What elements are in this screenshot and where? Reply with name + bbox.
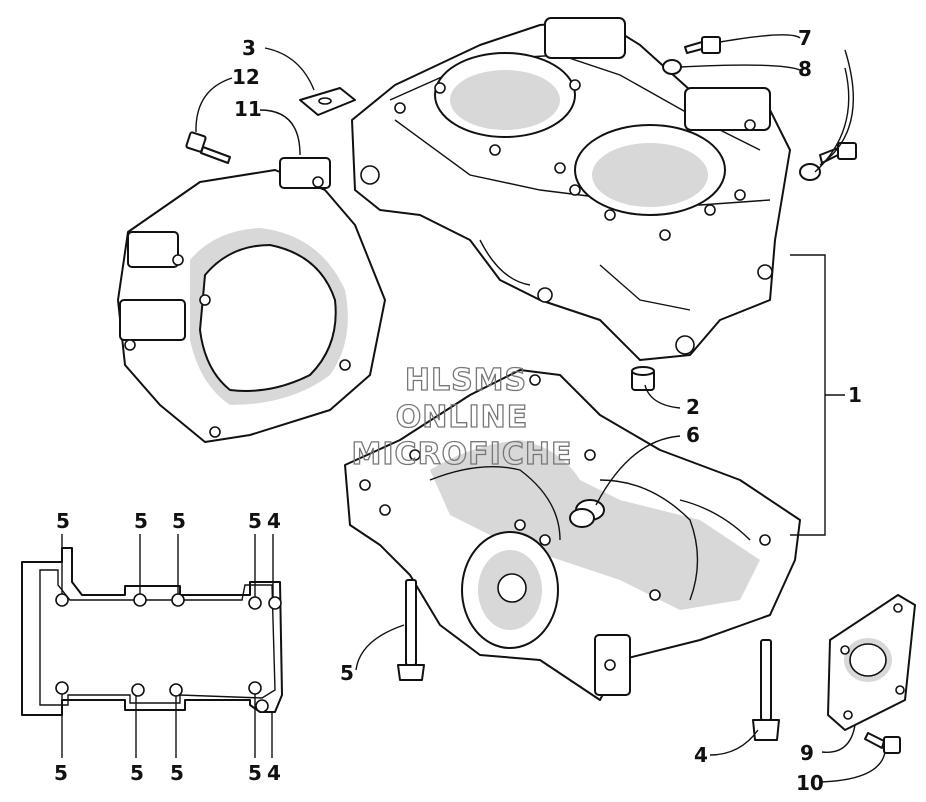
callout-labels: 1 2 3 4 5 6 7 8 9 10 11 12 [232, 26, 862, 795]
watermark-line-3: MICROFICHE [352, 437, 573, 472]
callout-9: 9 [800, 741, 814, 765]
detail-top-label-5: 4 [267, 509, 281, 533]
watermark-line-2: ONLINE [396, 400, 529, 435]
bolt-part-12 [185, 131, 231, 164]
watermark-line-1: HLSMS [405, 363, 527, 398]
detail-top-label-2: 5 [134, 509, 148, 533]
callout-7: 7 [798, 26, 812, 50]
callout-5: 5 [340, 661, 354, 685]
gasket-plate-part-9 [827, 594, 916, 731]
callout-1: 1 [848, 383, 862, 407]
callout-8: 8 [798, 57, 812, 81]
washer-part-3 [299, 87, 356, 116]
detail-bottom-label-3: 5 [170, 761, 184, 785]
upper-crankcase [351, 17, 791, 361]
detail-bottom-label-2: 5 [130, 761, 144, 785]
washer-part-8-lower [799, 163, 821, 181]
detail-bottom-label-1: 5 [54, 761, 68, 785]
long-bolt-part-5 [397, 579, 425, 681]
callout-10: 10 [796, 771, 824, 795]
bolt-part-7-upper [684, 36, 721, 54]
detail-bottom-label-4: 5 [248, 761, 262, 785]
detail-top-label-4: 5 [248, 509, 262, 533]
bolt-pattern-detail-view: 5 5 5 5 4 5 5 5 5 4 [21, 509, 283, 785]
callout-2: 2 [686, 395, 700, 419]
callout-12: 12 [232, 65, 260, 89]
bearing-part-6 [569, 499, 605, 528]
callout-4: 4 [694, 743, 708, 767]
watermark: HLSMS ONLINE MICROFICHE [351, 362, 573, 472]
dowel-pin-part-2 [631, 366, 655, 391]
washer-part-8-upper [662, 59, 682, 75]
flywheel-housing [117, 157, 386, 443]
long-bolt-part-4 [752, 639, 780, 741]
callout-11: 11 [234, 97, 262, 121]
leader-lines [195, 34, 886, 783]
callout-3: 3 [242, 36, 256, 60]
bolt-part-10 [864, 732, 901, 754]
detail-top-label-3: 5 [172, 509, 186, 533]
detail-top-label-1: 5 [56, 509, 70, 533]
callout-6: 6 [686, 423, 700, 447]
lower-crankcase [344, 369, 801, 701]
detail-bottom-label-5: 4 [267, 761, 281, 785]
